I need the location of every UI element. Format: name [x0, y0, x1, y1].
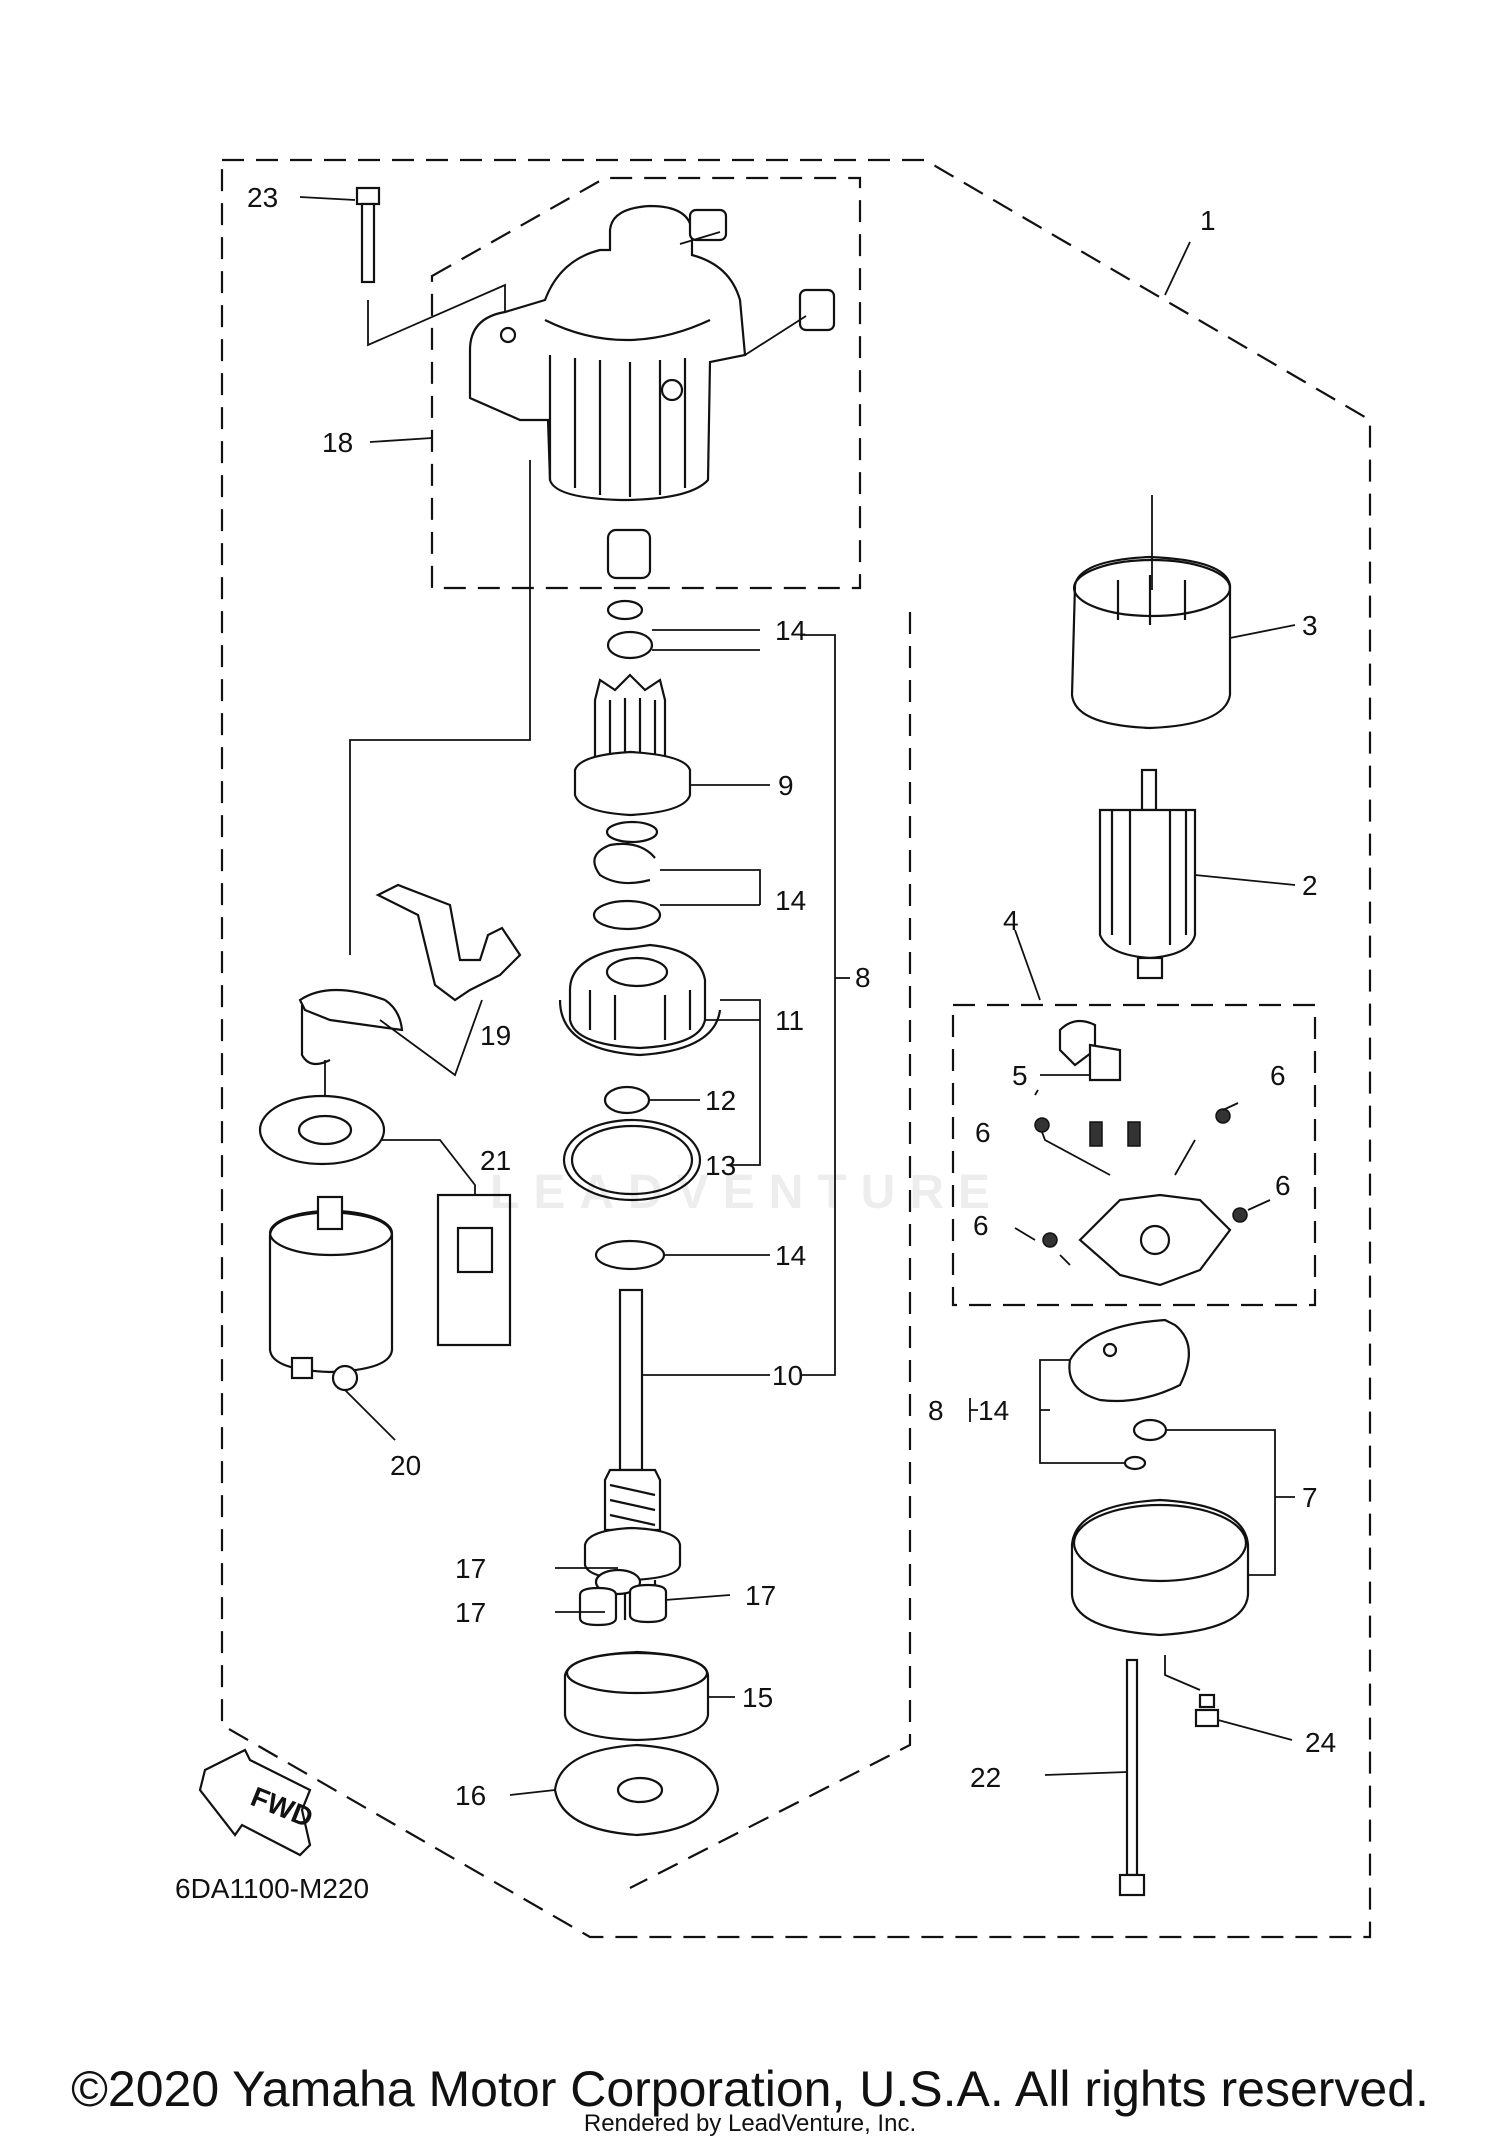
callout-17b: 17	[455, 1597, 486, 1628]
copyright-notice: ©2020 Yamaha Motor Corporation, U.S.A. A…	[71, 2061, 1429, 2117]
part-17-gears[interactable]	[578, 1568, 668, 1627]
part-23-bolt[interactable]	[355, 186, 381, 284]
yoke-group-boundary	[430, 176, 862, 590]
part-18-housing[interactable]	[468, 204, 836, 580]
part-24-screw[interactable]	[1164, 1655, 1293, 1741]
callout-1: 1	[1200, 205, 1216, 236]
callout-20: 20	[390, 1450, 421, 1481]
part-15-internal-gear[interactable]	[563, 1650, 710, 1742]
part-10-armature-shaft[interactable]	[583, 1288, 682, 1620]
callout-7: 7	[1302, 1482, 1318, 1513]
part-12-bearing[interactable]	[603, 1085, 651, 1115]
part-22-through-bolt[interactable]	[1044, 1658, 1146, 1897]
callout-9: 9	[778, 770, 794, 801]
callout-2: 2	[1302, 870, 1318, 901]
callout-21: 21	[480, 1145, 511, 1176]
callout-6a: 6	[1270, 1060, 1286, 1091]
callout-17a: 17	[455, 1553, 486, 1584]
callout-14d: 14	[978, 1395, 1009, 1426]
part-11-bracket[interactable]	[558, 943, 722, 1057]
part-3-yoke[interactable]	[1070, 495, 1296, 730]
callout-3: 3	[1302, 610, 1318, 641]
callout-6b: 6	[975, 1117, 991, 1148]
callout-6c: 6	[1275, 1170, 1291, 1201]
callout-22: 22	[970, 1762, 1001, 1793]
exploded-parts-diagram: FWD 1 2 3 4 5 6 6 6 6 7 8 8 14 9 10 11 1…	[175, 158, 1372, 1939]
callout-16: 16	[455, 1780, 486, 1811]
part-14-clip-mid[interactable]	[592, 842, 662, 931]
callout-19: 19	[480, 1020, 511, 1051]
callout-14b: 14	[775, 885, 806, 916]
callout-23: 23	[247, 182, 278, 213]
part-14-ring-top[interactable]	[606, 599, 654, 660]
armature-group-boundary	[629, 612, 912, 1889]
callout-10: 10	[772, 1360, 803, 1391]
callout-14a: 14	[775, 615, 806, 646]
diagram-code: 6DA1100-M220	[175, 1873, 369, 1904]
callout-13: 13	[705, 1150, 736, 1181]
callout-8a: 8	[855, 962, 871, 993]
callout-14c: 14	[775, 1240, 806, 1271]
part-20-solenoid[interactable]	[268, 1195, 396, 1441]
part-19-lever[interactable]	[298, 883, 522, 1077]
fwd-arrow-icon: FWD	[198, 1748, 317, 1857]
callout-18: 18	[322, 427, 353, 458]
part-13-seal-ring[interactable]	[562, 1118, 702, 1202]
callout-6d: 6	[973, 1210, 989, 1241]
part-2-armature[interactable]	[1098, 768, 1296, 980]
part-7-end-cap[interactable]	[1070, 1418, 1295, 1637]
brush-holder-group-boundary	[951, 1003, 1317, 1307]
rendered-by-notice: Rendered by LeadVenture, Inc.	[583, 2110, 917, 2137]
callout-24: 24	[1305, 1727, 1336, 1758]
part-21-plate[interactable]	[258, 1060, 512, 1347]
watermark: LEADVENTURE	[490, 1166, 1005, 1219]
assembly-boundary	[220, 158, 1372, 1939]
part-14-plate-right[interactable]	[1039, 1318, 1190, 1471]
callout-11: 11	[775, 1005, 804, 1036]
part-14-washer-low[interactable]	[594, 1239, 666, 1271]
callout-4: 4	[1003, 905, 1019, 936]
part-4-brush-holder[interactable]	[1014, 1019, 1271, 1287]
callout-17c: 17	[745, 1580, 776, 1611]
part-16-plate[interactable]	[553, 1743, 720, 1837]
part-9-pinion[interactable]	[573, 673, 692, 844]
callout-8b: 8	[928, 1395, 944, 1426]
callout-15: 15	[742, 1682, 773, 1713]
callout-5: 5	[1012, 1060, 1028, 1091]
callout-12: 12	[705, 1085, 736, 1116]
